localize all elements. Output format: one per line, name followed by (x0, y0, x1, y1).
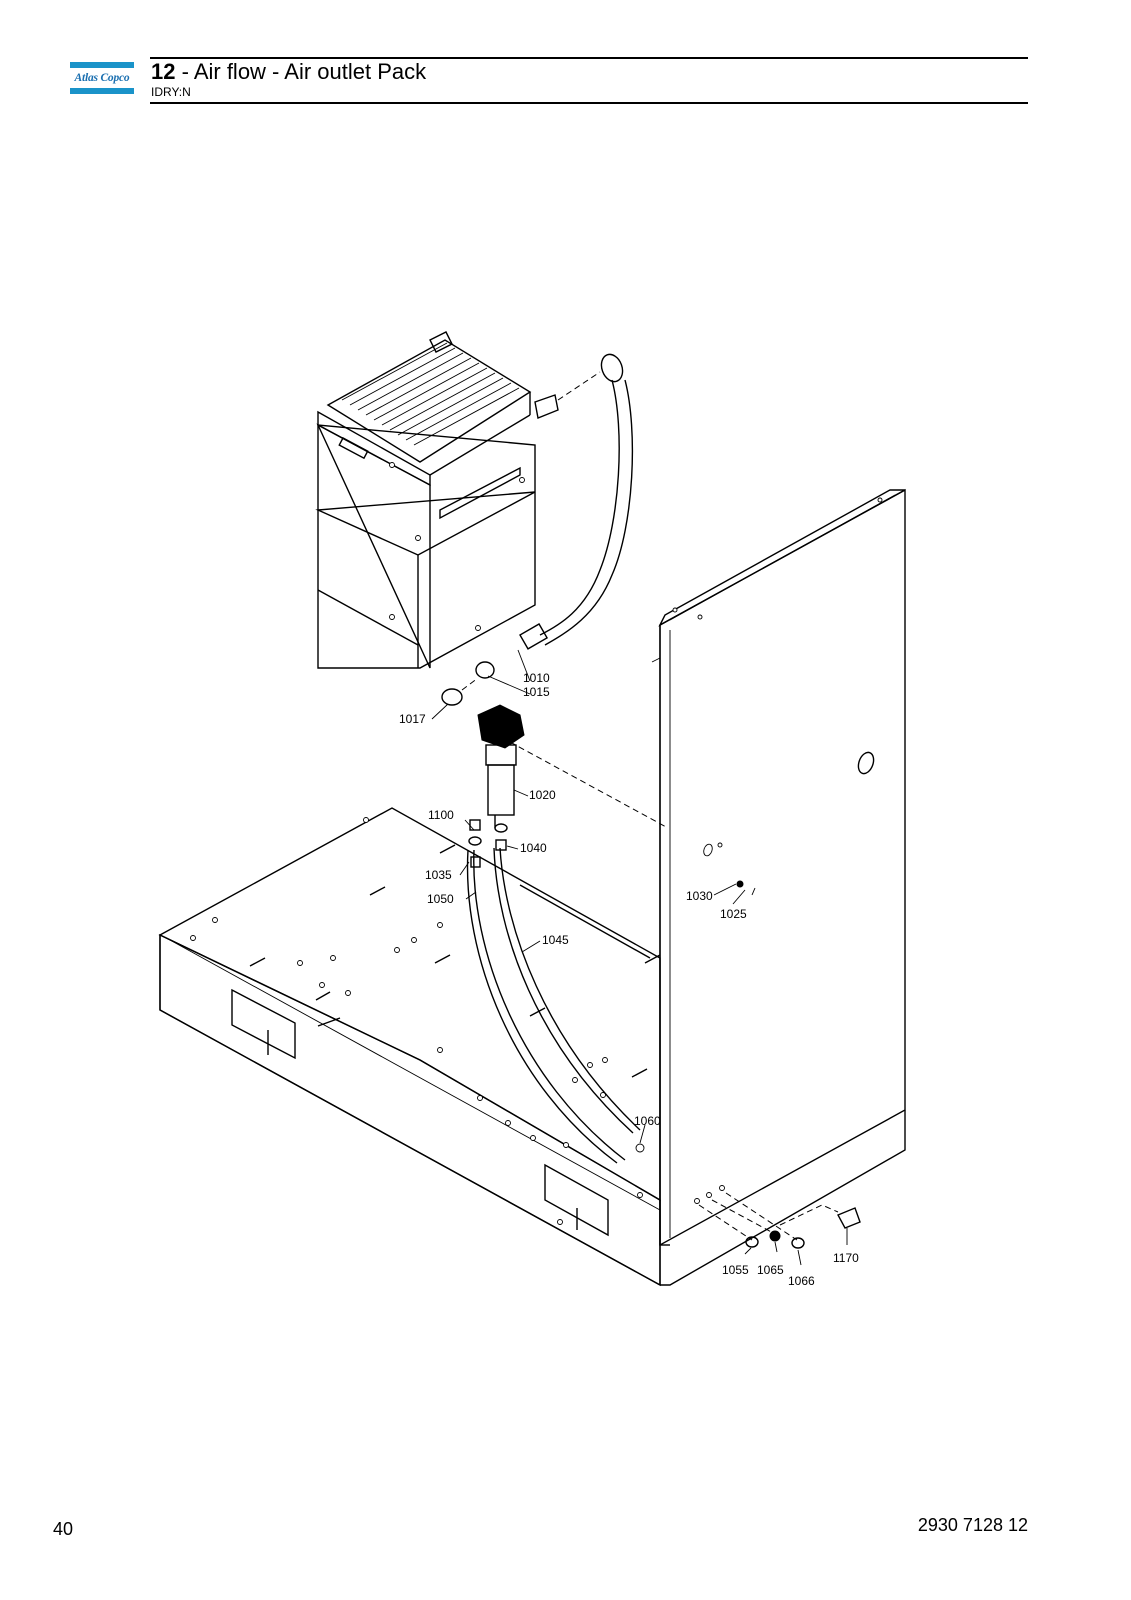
callout-1040: 1040 (520, 841, 547, 855)
logo-bar-top (70, 62, 134, 68)
rear-panel (651, 488, 906, 1286)
callout-1066: 1066 (788, 1274, 815, 1288)
section-number: 12 (151, 59, 176, 84)
callout-1035: 1035 (425, 868, 452, 882)
callout-1055: 1055 (722, 1263, 749, 1277)
logo-bar-bottom (70, 88, 134, 94)
callout-1025: 1025 (720, 907, 747, 921)
drain-fittings (635, 880, 861, 1249)
callout-1017: 1017 (399, 712, 426, 726)
callout-1050: 1050 (427, 892, 454, 906)
callout-1060: 1060 (634, 1114, 661, 1128)
page-subtitle: IDRY:N (151, 85, 191, 99)
callout-1020: 1020 (529, 788, 556, 802)
page-number: 40 (53, 1519, 74, 1539)
atlas-copco-logo: Atlas Copco (70, 62, 134, 94)
base-frame (158, 807, 661, 1287)
callout-1170: 1170 (833, 1251, 859, 1265)
callout-1015: 1015 (523, 685, 550, 699)
callout-1065: 1065 (757, 1263, 784, 1277)
callout-leaders (431, 649, 848, 1266)
filter-assembly (441, 661, 669, 868)
callout-1010: 1010 (523, 671, 550, 685)
page-title: 12 - Air flow - Air outlet Pack (151, 58, 426, 86)
section-title: - Air flow - Air outlet Pack (175, 59, 427, 84)
callout-1100: 1100 (428, 808, 454, 822)
document-number: 2930 7128 12 (917, 1515, 1028, 1535)
callout-1030: 1030 (686, 889, 713, 903)
cooler-assembly (315, 331, 559, 669)
callout-1045: 1045 (542, 933, 569, 947)
header-rule-bottom (150, 102, 1028, 104)
hose-assemblies (466, 353, 641, 1164)
header-rule-top (150, 57, 1028, 59)
logo-wordmark: Atlas Copco (74, 72, 130, 84)
